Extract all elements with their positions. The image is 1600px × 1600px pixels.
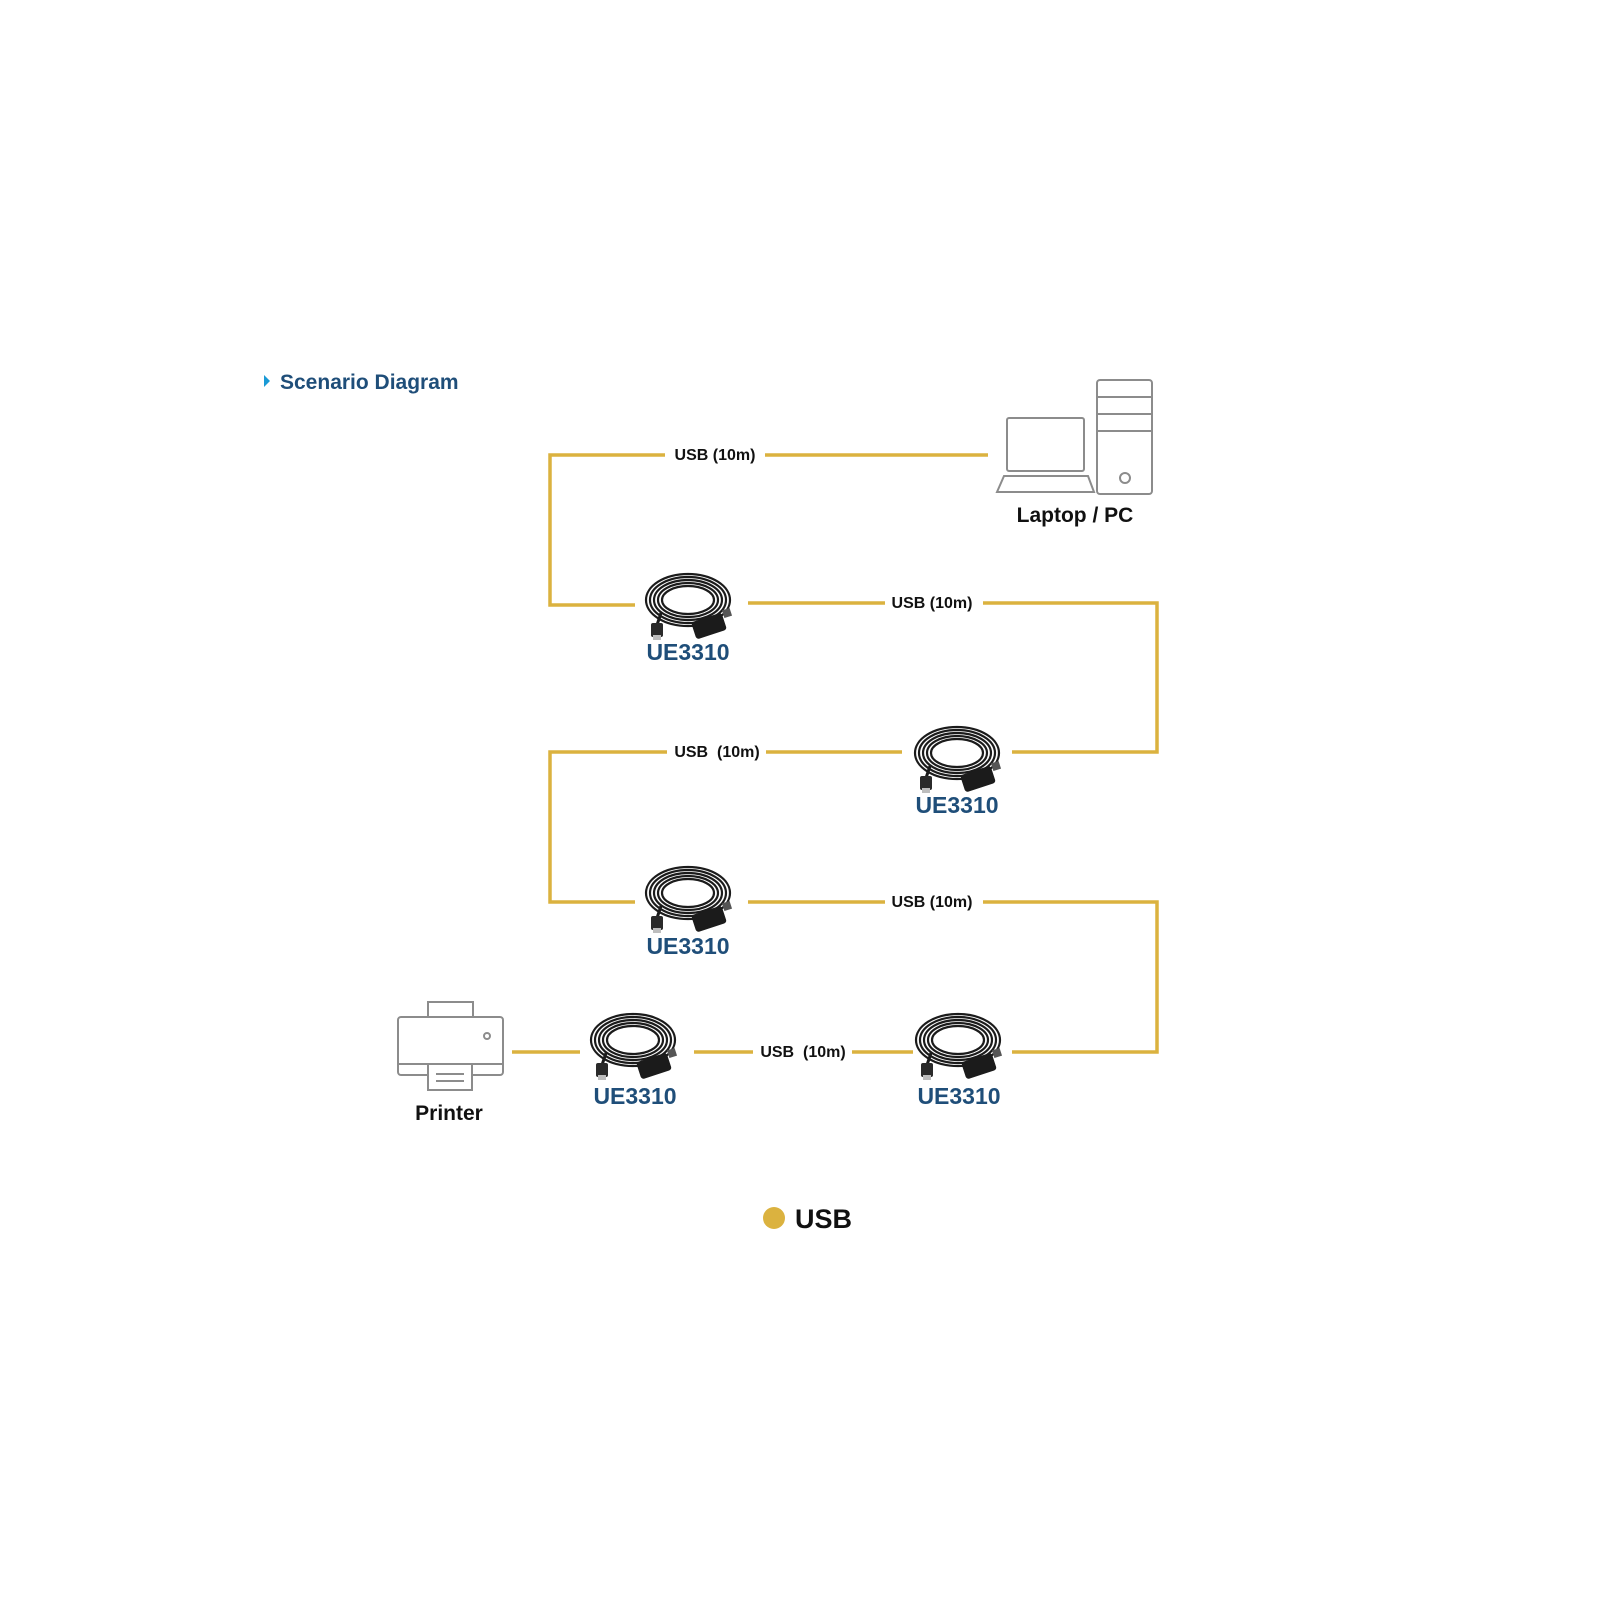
usb-cable-coil-icon	[589, 1012, 679, 1082]
extender-1: UE3310	[644, 572, 734, 665]
legend-label: USB	[795, 1204, 852, 1234]
extender-2: UE3310	[913, 725, 1003, 818]
usb-cable-coil-icon	[644, 865, 734, 935]
title-arrow-icon	[264, 375, 270, 387]
link-label: USB (10m)	[674, 744, 759, 761]
product-label: UE3310	[593, 1083, 676, 1109]
extender-4: UE3310	[589, 1012, 679, 1109]
usb-cable-coil-icon	[914, 1012, 1004, 1082]
printer-icon	[397, 1001, 504, 1091]
link-extender-1-to-extender-2	[748, 601, 1159, 754]
device-label-printer: Printer	[415, 1102, 483, 1125]
link-label: USB (10m)	[675, 447, 756, 464]
extender-5: UE3310	[914, 1012, 1004, 1109]
device-label-pc: Laptop / PC	[1017, 504, 1134, 527]
link-extender-3-to-extender-4	[748, 900, 1159, 1054]
legend-usb-swatch	[763, 1207, 785, 1229]
laptop-pc: Laptop / PC	[995, 379, 1153, 527]
usb-links	[512, 453, 1159, 1054]
link-label: USB (10m)	[892, 595, 973, 612]
link-extender-2-to-extender-3	[548, 750, 902, 904]
product-label: UE3310	[917, 1083, 1000, 1109]
printer: Printer	[397, 1001, 504, 1125]
laptop-pc-icon	[995, 379, 1153, 495]
product-label: UE3310	[646, 639, 729, 665]
link-labels: USB (10m) USB (10m) USB (10m) USB (10m) …	[674, 447, 972, 1061]
legend: USB	[763, 1204, 852, 1234]
product-label: UE3310	[915, 792, 998, 818]
usb-cable-coil-icon	[644, 572, 734, 642]
product-label: UE3310	[646, 933, 729, 959]
link-pc-to-extender-1	[548, 453, 988, 607]
link-label: USB (10m)	[760, 1044, 845, 1061]
usb-cable-coil-icon	[913, 725, 1003, 795]
diagram-title: Scenario Diagram	[264, 371, 459, 394]
extender-3: UE3310	[644, 865, 734, 959]
page-title: Scenario Diagram	[280, 371, 459, 394]
link-label: USB (10m)	[892, 894, 973, 911]
